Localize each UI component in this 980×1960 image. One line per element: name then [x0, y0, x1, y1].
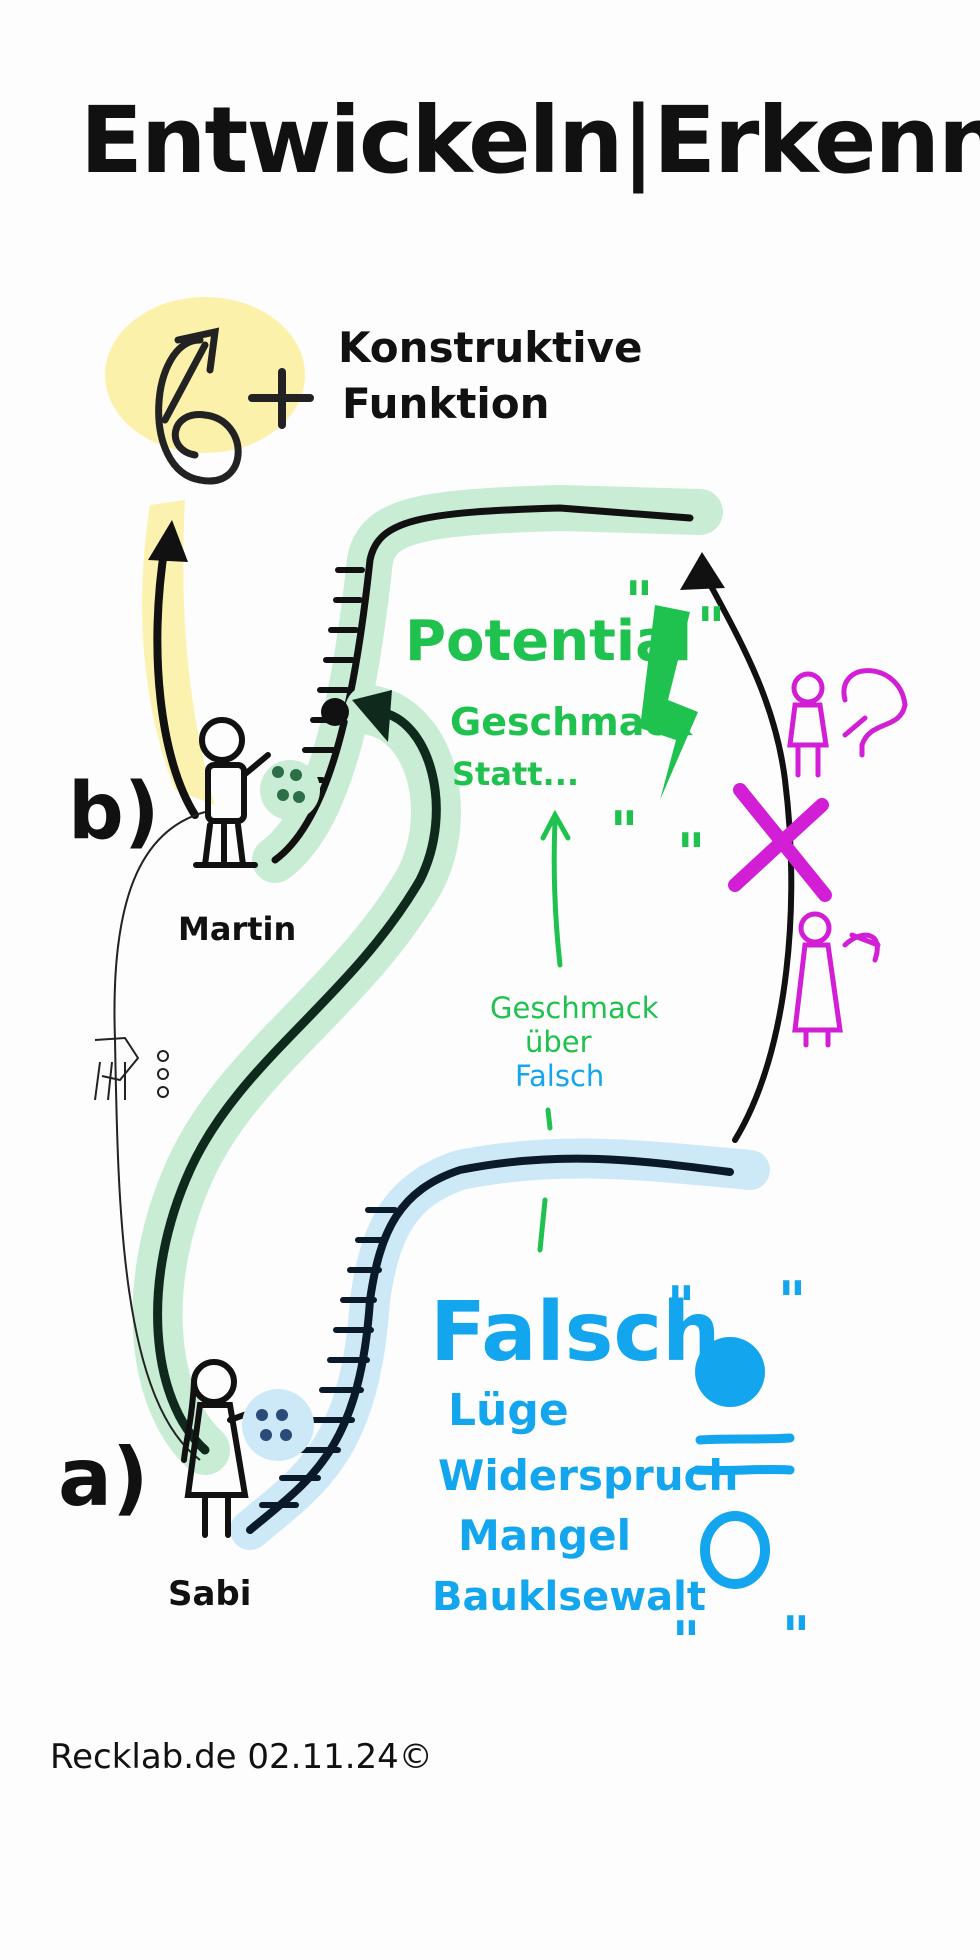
falsch-item-1: Lüge [448, 1385, 569, 1436]
falsch-item-4: Bauklsewalt [432, 1574, 706, 1620]
middle-note-line-3: Falsch [515, 1059, 604, 1093]
page-title: Entwickeln|Erkennen [80, 87, 980, 194]
potential-line-2: Statt... [452, 755, 579, 793]
svg-text:": " [672, 1610, 700, 1673]
magenta-person-bottom-icon [795, 914, 878, 1045]
name-martin: Martin [178, 910, 296, 948]
svg-text:": " [778, 1270, 806, 1333]
svg-text:": " [625, 570, 653, 633]
goal-line-2: Funktion [342, 379, 550, 428]
svg-text:": " [677, 822, 705, 885]
label-b: b) [68, 767, 159, 857]
name-sabi: Sabi [168, 1574, 251, 1614]
svg-text:": " [697, 596, 725, 659]
middle-note-line-2: über [525, 1025, 592, 1059]
falsch-item-3: Mangel [458, 1511, 631, 1560]
footer-credit: Recklab.de 02.11.24© [50, 1737, 433, 1777]
sabi-speech-dots [242, 1389, 314, 1461]
magenta-person-top-icon [790, 671, 905, 775]
label-a: a) [58, 1431, 149, 1524]
person-martin-icon [196, 720, 268, 865]
svg-text:": " [667, 1275, 695, 1338]
magenta-x-icon [735, 790, 825, 895]
falsch-item-2: Widerspruch [438, 1451, 738, 1500]
martin-speech-dots [260, 760, 320, 820]
svg-text:": " [610, 800, 638, 863]
middle-note-line-1: Geschmack [490, 991, 659, 1025]
svg-text:": " [782, 1605, 810, 1668]
goal-line-1: Konstruktive [338, 323, 643, 372]
